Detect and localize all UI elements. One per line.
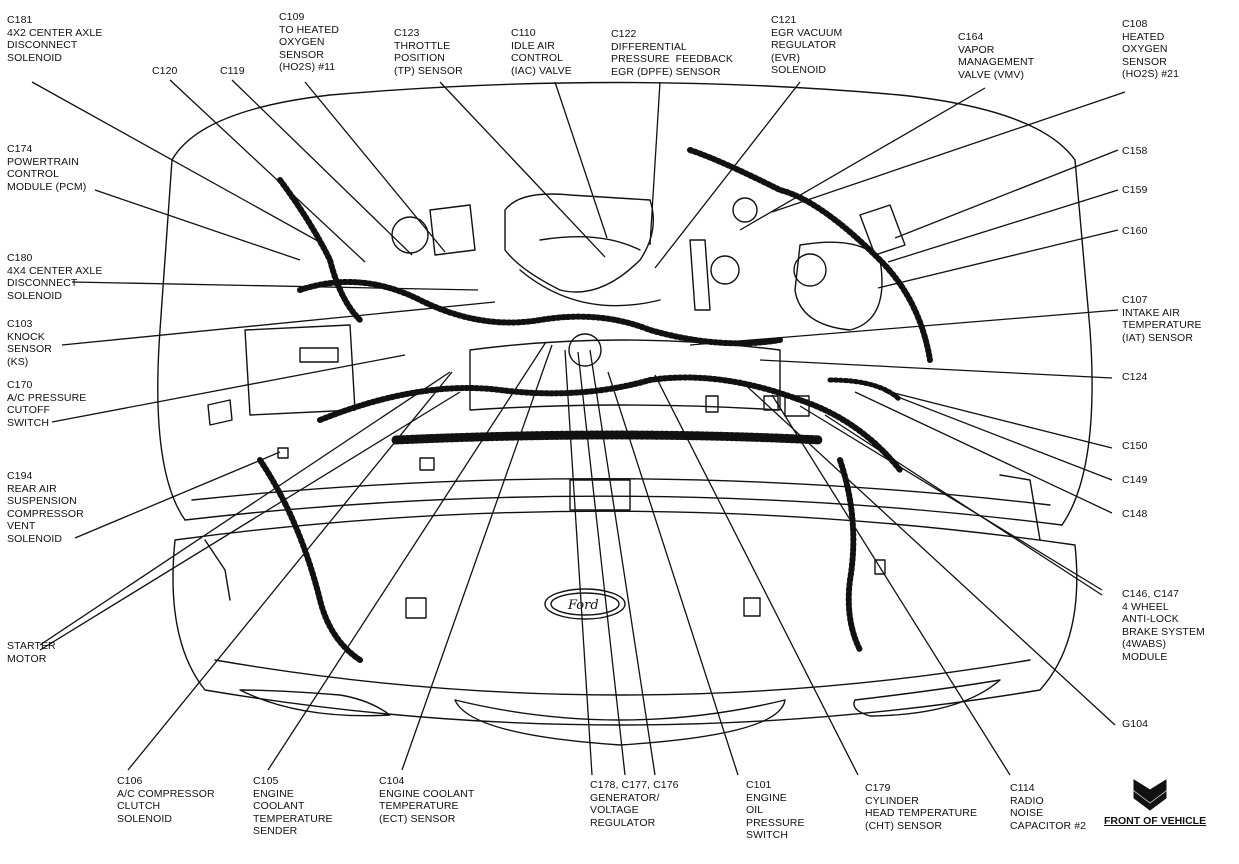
leader-c105 bbox=[267, 341, 547, 771]
label-c148: C148 bbox=[1122, 508, 1148, 520]
label-c121: C121 EGR VACUUM REGULATOR (EVR) SOLENOID bbox=[771, 14, 843, 77]
leader-c122 bbox=[649, 81, 661, 246]
leader-c181 bbox=[31, 81, 326, 246]
label-c103: C103 KNOCK SENSOR (KS) bbox=[7, 318, 52, 368]
label-c150: C150 bbox=[1122, 440, 1148, 452]
leader-c146a bbox=[799, 405, 1103, 591]
label-c110: C110 IDLE AIR CONTROL (IAC) VALVE bbox=[511, 27, 572, 77]
label-c160: C160 bbox=[1122, 225, 1148, 237]
label-starter-motor: STARTER MOTOR bbox=[7, 640, 56, 665]
leader-c160 bbox=[877, 229, 1119, 289]
leader-c178c bbox=[589, 349, 656, 776]
label-c106: C106 A/C COMPRESSOR CLUTCH SOLENOID bbox=[117, 775, 215, 825]
label-c179: C179 CYLINDER HEAD TEMPERATURE (CHT) SEN… bbox=[865, 782, 978, 832]
leader-c119 bbox=[231, 79, 413, 256]
leader-c150 bbox=[889, 391, 1113, 449]
leader-c107 bbox=[689, 309, 1119, 346]
leader-starter-b bbox=[39, 391, 461, 651]
leader-c108 bbox=[771, 91, 1126, 213]
label-c124: C124 bbox=[1122, 371, 1148, 383]
leader-c149 bbox=[884, 391, 1113, 481]
label-c109: C109 TO HEATED OXYGEN SENSOR (HO2S) #11 bbox=[279, 11, 340, 74]
label-c158: C158 bbox=[1122, 145, 1148, 157]
label-c180: C180 4X4 CENTER AXLE DISCONNECT SOLENOID bbox=[7, 252, 103, 302]
leader-c178a bbox=[564, 349, 593, 776]
leader-c170 bbox=[51, 354, 406, 423]
leader-c104 bbox=[401, 344, 553, 771]
leader-c148 bbox=[854, 391, 1113, 514]
label-c114: C114 RADIO NOISE CAPACITOR #2 bbox=[1010, 782, 1087, 832]
leader-c103 bbox=[61, 301, 496, 346]
label-c123: C123 THROTTLE POSITION (TP) SENSOR bbox=[394, 27, 463, 77]
label-c178-c177-c176: C178, C177, C176 GENERATOR/ VOLTAGE REGU… bbox=[590, 779, 679, 829]
front-arrow-icon bbox=[1133, 779, 1167, 811]
leader-g104 bbox=[739, 379, 1116, 726]
label-c120: C120 bbox=[152, 65, 178, 77]
label-c170: C170 A/C PRESSURE CUTOFF SWITCH bbox=[7, 379, 87, 429]
label-c149: C149 bbox=[1122, 474, 1148, 486]
front-of-vehicle-label: FRONT OF VEHICLE bbox=[1104, 815, 1207, 827]
engine-bay-drawing: Ford bbox=[157, 81, 1093, 746]
label-c104: C104 ENGINE COOLANT TEMPERATURE (ECT) SE… bbox=[379, 775, 475, 825]
leader-c106 bbox=[127, 371, 453, 771]
label-g104: G104 bbox=[1122, 718, 1149, 730]
leader-c180 bbox=[71, 281, 479, 291]
leader-c120 bbox=[169, 79, 366, 263]
leader-starter-a bbox=[39, 371, 451, 646]
leader-c164 bbox=[739, 87, 986, 231]
label-c194: C194 REAR AIR SUSPENSION COMPRESSOR VENT… bbox=[7, 470, 84, 545]
label-c159: C159 bbox=[1122, 184, 1148, 196]
leader-c158 bbox=[894, 149, 1119, 239]
label-c108: C108 HEATED OXYGEN SENSOR (HO2S) #21 bbox=[1122, 18, 1180, 81]
label-c119: C119 bbox=[220, 65, 245, 77]
leader-c121 bbox=[654, 81, 801, 269]
leader-c159 bbox=[887, 189, 1119, 263]
label-c107: C107 INTAKE AIR TEMPERATURE (IAT) SENSOR bbox=[1122, 294, 1202, 344]
label-c146-c147: C146, C147 4 WHEEL ANTI-LOCK BRAKE SYSTE… bbox=[1122, 588, 1205, 663]
label-c181: C181 4X2 CENTER AXLE DISCONNECT SOLENOID bbox=[7, 14, 103, 64]
leader-c194 bbox=[74, 451, 281, 539]
leader-c178b bbox=[577, 351, 626, 776]
label-c164: C164 VAPOR MANAGEMENT VALVE (VMV) bbox=[958, 31, 1035, 81]
leader-c114 bbox=[771, 394, 1011, 776]
label-c174: C174 POWERTRAIN CONTROL MODULE (PCM) bbox=[7, 143, 87, 193]
leader-c174 bbox=[94, 189, 301, 261]
label-c105: C105 ENGINE COOLANT TEMPERATURE SENDER bbox=[253, 775, 333, 838]
leader-c101 bbox=[607, 371, 739, 776]
leader-c110 bbox=[554, 81, 608, 239]
ford-emblem-text: Ford bbox=[567, 598, 599, 613]
label-c101: C101 ENGINE OIL PRESSURE SWITCH bbox=[746, 779, 805, 842]
leader-c123 bbox=[439, 81, 606, 258]
leader-c109 bbox=[304, 81, 446, 253]
label-c122: C122 DIFFERENTIAL PRESSURE FEEDBACK EGR … bbox=[611, 28, 733, 78]
leader-c124 bbox=[759, 359, 1113, 379]
leader-lines bbox=[31, 79, 1126, 776]
leader-c179 bbox=[654, 374, 859, 776]
leader-c146b bbox=[824, 414, 1103, 596]
